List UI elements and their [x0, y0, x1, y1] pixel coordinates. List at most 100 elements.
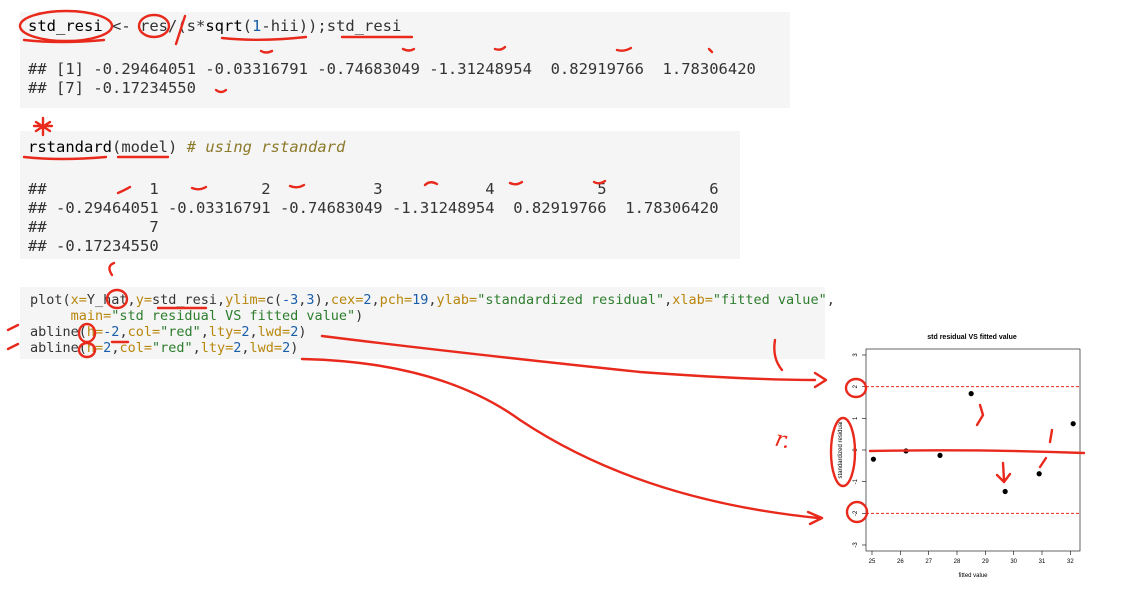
- code-output-line: ## -0.17234550: [28, 237, 159, 255]
- code-token: <-: [102, 17, 140, 35]
- code-token: (: [242, 17, 253, 35]
- code-token: col=: [119, 340, 152, 356]
- code-token: 2: [363, 292, 372, 308]
- code-token: xlab=: [672, 292, 713, 308]
- code-output-line: ## [1] -0.29464051 -0.03316791 -0.746830…: [28, 60, 756, 78]
- x-tick-label: 26: [897, 559, 904, 565]
- code-input-3-line-2: main="std residual VS fitted value"): [30, 308, 364, 324]
- code-token: ,: [119, 324, 128, 340]
- code-token: (: [177, 17, 187, 35]
- tick-mark: [6, 323, 20, 332]
- x-tick-label: 32: [1067, 559, 1074, 565]
- code-input-1: std_resi <- res/(s*sqrt(1-hii));std_resi: [28, 17, 401, 36]
- code-token: ): [168, 138, 178, 156]
- data-point: [1036, 471, 1042, 477]
- code-token: 19: [412, 292, 429, 308]
- tick-mark: [6, 342, 20, 351]
- code-token: s*: [186, 17, 206, 35]
- code-token: cex=: [330, 292, 364, 308]
- code-token: col=: [127, 324, 161, 340]
- code-token: 2: [282, 340, 291, 356]
- x-tick-label: 29: [982, 559, 989, 565]
- code-token: ,: [241, 340, 250, 356]
- code-token: -hii: [261, 17, 299, 35]
- code-token: -2: [103, 324, 120, 340]
- code-token: plot(: [30, 292, 71, 308]
- code-token: h=: [86, 324, 104, 340]
- code-chunk-2: [20, 131, 740, 259]
- code-token: "red": [151, 340, 193, 356]
- code-token: h=: [86, 340, 104, 356]
- x-tick-label: 27: [925, 559, 932, 565]
- code-token: ylab=: [436, 292, 478, 308]
- x-tick-label: 31: [1039, 559, 1046, 565]
- residual-plot-svg: std residual VS fitted value -3-2-10123 …: [838, 334, 1081, 579]
- arrow-to-lower-line: [300, 357, 820, 520]
- code-token: Y_hat,: [86, 292, 136, 308]
- code-token: "red": [160, 324, 201, 340]
- y-tick-label: 2: [853, 384, 859, 388]
- code-token: std_resi,: [151, 292, 226, 308]
- code-token: std_resi: [28, 17, 103, 35]
- code-token: ): [290, 340, 299, 356]
- data-point: [903, 448, 909, 454]
- code-token: lwd=: [249, 340, 283, 356]
- code-token: main=: [70, 308, 112, 324]
- code-input-2: rstandard(model) # using rstandard: [28, 138, 345, 157]
- y-tick-label: -3: [853, 542, 859, 548]
- code-token: res: [139, 17, 168, 35]
- code-token: -3: [282, 292, 299, 308]
- bracket-mark: [108, 261, 116, 277]
- code-token: 2: [290, 324, 299, 340]
- code-token: 2: [103, 340, 112, 356]
- code-token: 3: [306, 292, 315, 308]
- code-input-3-line-3: abline(h=-2,col="red",lty=2,lwd=2): [30, 324, 306, 340]
- code-token: "standardized residual": [477, 292, 665, 308]
- code-token: lty=: [208, 324, 242, 340]
- code-token: ,: [826, 292, 835, 308]
- code-token: ,: [428, 292, 437, 308]
- data-point: [1002, 488, 1008, 495]
- data-points: [870, 391, 1076, 495]
- data-point: [937, 452, 943, 458]
- plot-box: [865, 348, 1081, 552]
- code-token: (: [112, 138, 122, 156]
- y-tick-label: -2: [853, 510, 859, 516]
- code-output-line: ## 1 2 3 4 5 6: [28, 180, 719, 198]
- code-token: 2: [241, 324, 250, 340]
- code-token: ,: [200, 324, 209, 340]
- code-token: ,: [192, 340, 201, 356]
- code-token: ,: [371, 292, 380, 308]
- y-tick-label: 1: [853, 416, 859, 420]
- code-token: ): [298, 324, 307, 340]
- data-point: [968, 391, 974, 397]
- code-token: 1: [252, 17, 262, 35]
- code-output-line: ## 7: [28, 218, 159, 236]
- code-token: ),: [314, 292, 331, 308]
- code-token: std_resi: [326, 17, 402, 35]
- handwritten-label: r.: [772, 426, 793, 455]
- code-token: pch=: [379, 292, 413, 308]
- code-token: c(: [265, 292, 283, 308]
- code-token: abline(: [30, 340, 87, 356]
- code-token: y=: [135, 292, 152, 308]
- code-token: ,: [111, 340, 120, 356]
- code-token: ,: [249, 324, 258, 340]
- code-token: lty=: [200, 340, 234, 356]
- code-token: rstandard: [28, 138, 112, 156]
- code-token: ): [355, 308, 364, 324]
- code-token: "std residual VS fitted value": [111, 308, 356, 324]
- code-token: ,: [664, 292, 673, 308]
- data-point: [870, 456, 877, 462]
- code-token: lwd=: [257, 324, 291, 340]
- data-point: [1070, 421, 1076, 427]
- plot-title: std residual VS fitted value: [927, 334, 1017, 341]
- arrow-head: [813, 371, 828, 389]
- code-input-3-line-4: abline(h=2,col="red",lty=2,lwd=2): [30, 340, 298, 356]
- code-token: 2: [233, 340, 242, 356]
- code-token: x=: [70, 292, 87, 308]
- arrow-head: [806, 510, 824, 526]
